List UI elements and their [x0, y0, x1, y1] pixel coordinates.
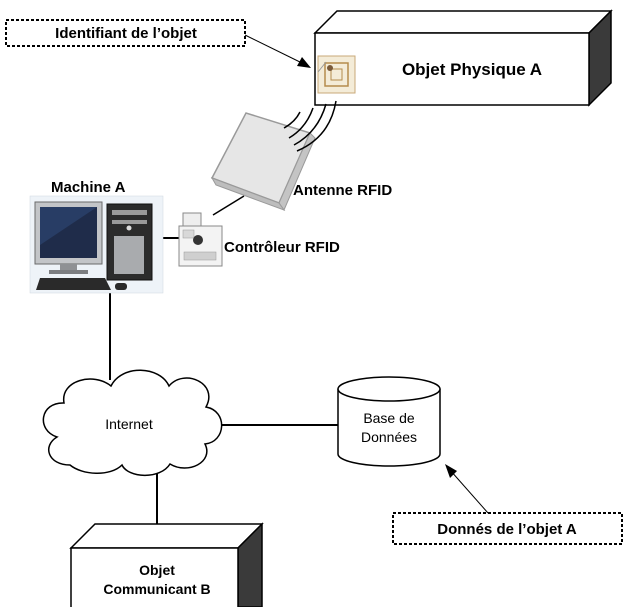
- machine-label: Machine A: [51, 179, 126, 196]
- arrowhead-identifiant: [297, 57, 311, 68]
- rfid-antenna: Antenne RFID: [210, 100, 392, 212]
- objet-communicant-box: Objet Communicant B: [69, 522, 264, 607]
- database-cylinder: Base de Données: [337, 376, 441, 467]
- computer-icon: [34, 201, 153, 290]
- signal-waves-icon: [283, 100, 337, 152]
- machine-a: Machine A: [29, 179, 164, 294]
- callout-identifiant: Identifiant de l’objet: [5, 19, 311, 68]
- objet-communicant-label-line2: Communicant B: [103, 581, 210, 597]
- callout-donnes: Donnés de l’objet A: [392, 464, 623, 545]
- controller-label: Contrôleur RFID: [224, 239, 340, 256]
- internet-label: Internet: [105, 416, 153, 432]
- rfid-tag-icon: [317, 55, 356, 94]
- objet-communicant-label-line1: Objet: [139, 562, 175, 578]
- internet-cloud: Internet: [42, 369, 223, 477]
- database-label-line2: Données: [361, 429, 417, 445]
- callout-identifiant-text: Identifiant de l’objet: [55, 25, 197, 42]
- objet-physique-label: Objet Physique A: [402, 60, 542, 79]
- objet-physique-box: Objet Physique A: [313, 9, 613, 107]
- database-label-line1: Base de: [363, 410, 415, 426]
- callout-donnes-text: Donnés de l’objet A: [437, 521, 577, 538]
- link-controller-antenna: [212, 195, 245, 216]
- rfid-controller: Contrôleur RFID: [178, 212, 340, 267]
- arrowhead-donnes: [445, 464, 457, 478]
- antenna-label: Antenne RFID: [293, 182, 392, 199]
